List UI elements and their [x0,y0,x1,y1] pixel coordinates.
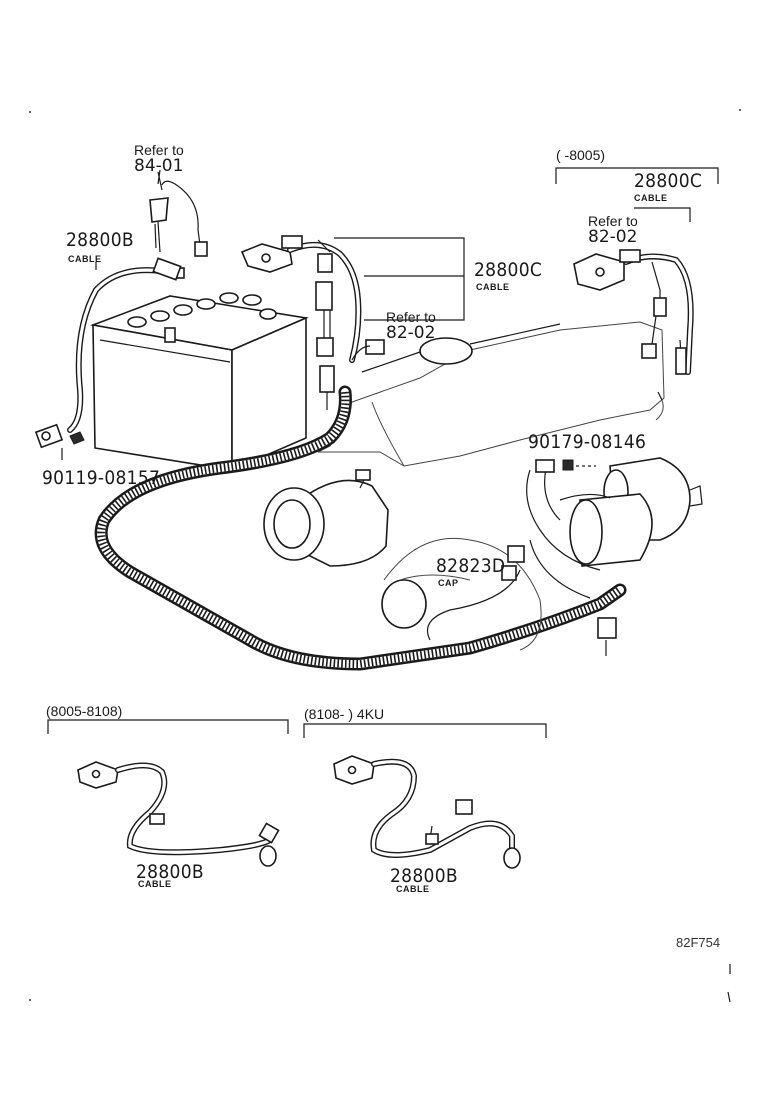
sensor-84-01-icon [149,171,208,257]
range-bottom-right: (8108- ) 4KU [304,706,384,722]
bolt-90119-icon [61,431,85,460]
label-cable-2: CABLE [476,282,510,292]
figure-code: 82F754 [676,935,720,950]
refer-84-01-line2: 84-01 [134,156,183,176]
cable-28800B-top [34,257,182,449]
bolt-90179-icon [562,459,596,471]
label-28800C-right: 28800C [634,170,702,192]
label-cable-4: CABLE [138,879,172,889]
engine-oil-cap-icon [419,337,473,365]
range-top-right: ( -8005) [556,147,605,163]
wire-harness-icon [94,385,627,671]
label-82823D: 82823D [436,555,505,577]
battery-icon [90,267,309,472]
refer-82-02-right-line1: Refer to [588,213,638,229]
refer-82-02-right-line2: 82-02 [588,227,637,247]
range-bottom-left: (8005-8108) [46,703,122,719]
part-labels: Refer to 84-01 28800B CABLE 90119-08157 … [42,142,720,950]
label-cable-3: CABLE [634,193,668,203]
refer-82-02-mid-line2: 82-02 [386,323,435,343]
cable-28800B-bottom-left [77,761,280,867]
leader-lines [47,167,719,738]
scan-specks [29,109,741,1003]
cable-28800C-mid [240,235,385,410]
engine-part-icon [381,537,542,651]
label-cable-1: CABLE [68,254,102,264]
cable-28800B-bottom-right [333,755,521,869]
label-90119-08157: 90119-08157 [42,467,160,489]
cable-28800C-right [573,249,694,375]
alternator-icon [263,469,389,567]
label-28800B-bottom-left: 28800B [136,861,204,883]
label-28800B-top: 28800B [66,229,134,251]
label-28800C-mid: 28800C [474,259,542,281]
starter-motor-icon [569,457,703,567]
starter-wiring [426,459,617,656]
label-90179-08146: 90179-08146 [528,431,646,453]
refer-82-02-mid-line1: Refer to [386,309,436,325]
label-28800B-bottom-right: 28800B [390,865,458,887]
label-cable-5: CABLE [396,884,430,894]
label-cap: CAP [438,578,459,588]
refer-84-01-line1: Refer to [134,142,184,158]
